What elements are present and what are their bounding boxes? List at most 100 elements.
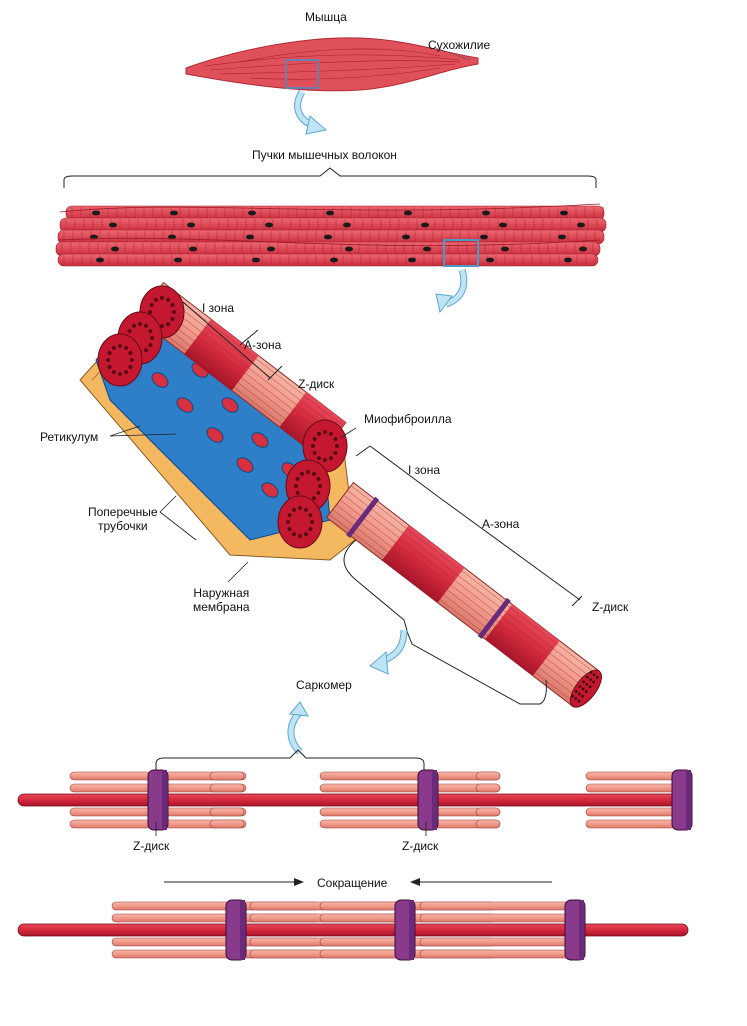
z-disc-edge — [686, 770, 691, 830]
filament-dot — [329, 431, 333, 436]
filament-dot — [577, 699, 581, 703]
filament-dot — [292, 532, 296, 537]
filament-dot — [311, 444, 315, 448]
thick-filament — [319, 783, 501, 793]
filament-dot — [149, 303, 154, 307]
fiber-edge — [57, 237, 601, 247]
nucleus — [577, 222, 585, 228]
filament-dot — [312, 451, 317, 455]
filament-dot — [585, 675, 589, 679]
thin-filament-core — [17, 923, 689, 937]
reticulum-gap — [236, 457, 254, 473]
filament-dot — [317, 431, 321, 436]
filament-line — [153, 295, 337, 436]
filament-dot — [298, 506, 302, 510]
filament-dot — [592, 680, 596, 684]
reticulum-gap — [151, 372, 169, 388]
filament-dot — [318, 484, 322, 488]
filament-dot — [312, 471, 316, 476]
label-a-zone-mid: А-зона — [482, 517, 520, 531]
filament-dot — [574, 697, 578, 701]
sarcomere-bracket — [343, 539, 547, 705]
filament-dot — [316, 491, 321, 495]
label-z-disc-left: Z-диск — [133, 839, 170, 853]
filament-dot — [312, 496, 316, 501]
label-i-zone-mid: I зона — [408, 463, 441, 477]
filament-dot — [335, 444, 339, 448]
nucleus — [421, 222, 429, 228]
filament-dot — [124, 370, 128, 375]
thick-filament — [209, 771, 245, 781]
filament-line — [350, 485, 598, 675]
nucleus — [499, 222, 507, 228]
nucleus — [109, 222, 117, 228]
filament-dot — [112, 345, 116, 350]
z-disc — [477, 597, 511, 639]
filament-dot — [300, 471, 304, 476]
filament-dot — [148, 329, 153, 333]
filament-line — [343, 495, 590, 685]
filament-dot — [150, 336, 154, 340]
label-t-tubules: Поперечные трубочки — [88, 505, 158, 533]
label-myofibril: Миофиброилла — [364, 412, 452, 426]
nucleus — [480, 234, 488, 240]
tube-end — [569, 669, 603, 708]
filament-dot — [138, 322, 142, 326]
nucleus — [170, 210, 178, 216]
nucleus — [174, 257, 182, 263]
muscle-fiber — [57, 253, 599, 267]
thick-filament — [419, 901, 581, 911]
filament-dot — [571, 694, 575, 698]
filament-dot — [292, 507, 296, 512]
thick-filament — [419, 913, 581, 923]
thin-filament-core — [17, 793, 689, 807]
filament-line — [328, 514, 576, 704]
nucleus — [482, 210, 490, 216]
filament-dot — [312, 437, 317, 441]
z-disc — [346, 496, 380, 538]
filament-dot — [128, 365, 133, 369]
filament-dot — [308, 527, 313, 531]
reticulum-gap — [206, 427, 224, 443]
filament-dot — [316, 477, 321, 481]
filament-line — [347, 490, 594, 680]
filament-dot — [107, 365, 112, 369]
nucleus — [564, 257, 572, 263]
fiber-bundle — [55, 203, 607, 267]
filament-dot — [581, 694, 585, 698]
filament-line — [138, 314, 322, 455]
nucleus — [486, 257, 494, 263]
label-outer-membrane: Наружная мембрана — [193, 586, 250, 614]
label-sarcomere: Саркомер — [296, 678, 352, 692]
filament-dot — [124, 345, 128, 350]
filament-dot — [112, 370, 116, 375]
reticulum-gap — [221, 397, 239, 413]
thick-filament — [319, 771, 501, 781]
filament-dot — [333, 437, 338, 441]
filament-dot — [589, 678, 592, 681]
label-fiber-bundles: Пучки мышечных волокон — [252, 148, 397, 162]
nucleus — [168, 234, 176, 240]
myofibril-end — [277, 495, 323, 549]
nucleus — [252, 257, 260, 263]
filament-dot — [585, 682, 589, 686]
filament-dot — [333, 451, 338, 455]
thick-filament — [419, 937, 581, 947]
nucleus — [343, 222, 351, 228]
nucleus — [345, 246, 353, 252]
nucleus — [326, 210, 334, 216]
thick-filament — [475, 771, 501, 781]
nucleus — [187, 222, 195, 228]
filament-dot — [286, 520, 290, 524]
nucleus — [404, 210, 412, 216]
filament-dot — [295, 477, 300, 481]
filament-dot — [323, 458, 327, 462]
nucleus — [558, 234, 566, 240]
nucleus — [246, 234, 254, 240]
z-disc-edge — [240, 900, 245, 960]
filament-dot — [170, 317, 175, 321]
filament-line — [336, 504, 583, 694]
label-a-zone-top: А-зона — [244, 338, 282, 352]
nucleus — [248, 210, 256, 216]
